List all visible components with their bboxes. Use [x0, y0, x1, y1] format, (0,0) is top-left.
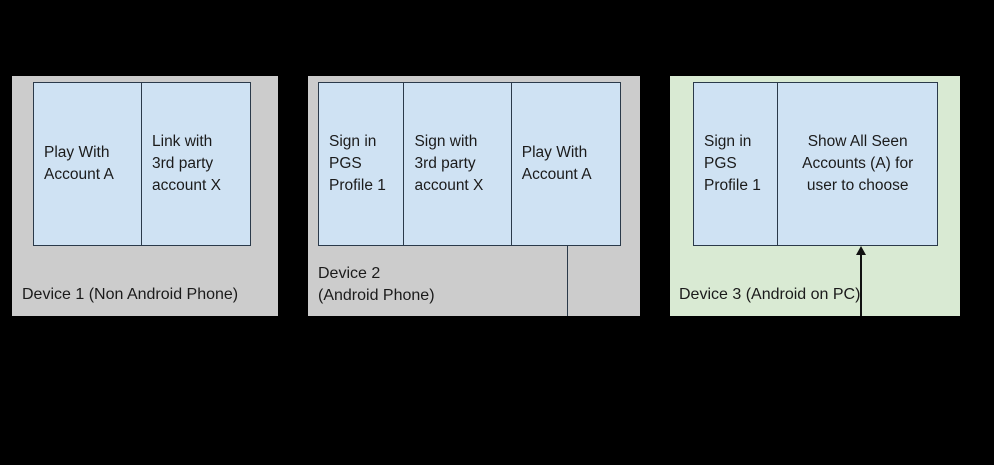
- device-3-box-show-all-seen-accounts[interactable]: Show All Seen Accounts (A) for user to c…: [778, 83, 937, 245]
- device-2-drop-line: [567, 246, 569, 316]
- device-1-label: Device 1 (Non Android Phone): [22, 286, 239, 303]
- device-3-box-sign-in-pgs-profile[interactable]: Sign in PGS Profile 1: [694, 83, 779, 245]
- device-3-inbound-arrow-shaft: [860, 254, 862, 316]
- device-1-box-row: Play With Account A Link with 3rd party …: [33, 82, 251, 246]
- device-3-box-row: Sign in PGS Profile 1 Show All Seen Acco…: [693, 82, 938, 246]
- device-1-box-link-with-3rd-party-account[interactable]: Link with 3rd party account X: [142, 83, 250, 245]
- device-2-box-row: Sign in PGS Profile 1 Sign with 3rd part…: [318, 82, 621, 246]
- device-3-inbound-arrow-head-icon: [856, 246, 866, 255]
- device-2-label: Device 2 (Android Phone): [318, 265, 435, 305]
- device-2-box-sign-with-3rd-party-account[interactable]: Sign with 3rd party account X: [404, 83, 512, 245]
- device-3-label: Device 3 (Android on PC): [679, 286, 861, 303]
- device-1-box-play-with-account-a[interactable]: Play With Account A: [34, 83, 142, 245]
- device-2-box-sign-in-pgs-profile[interactable]: Sign in PGS Profile 1: [319, 83, 405, 245]
- device-2-box-play-with-account-a[interactable]: Play With Account A: [511, 83, 620, 245]
